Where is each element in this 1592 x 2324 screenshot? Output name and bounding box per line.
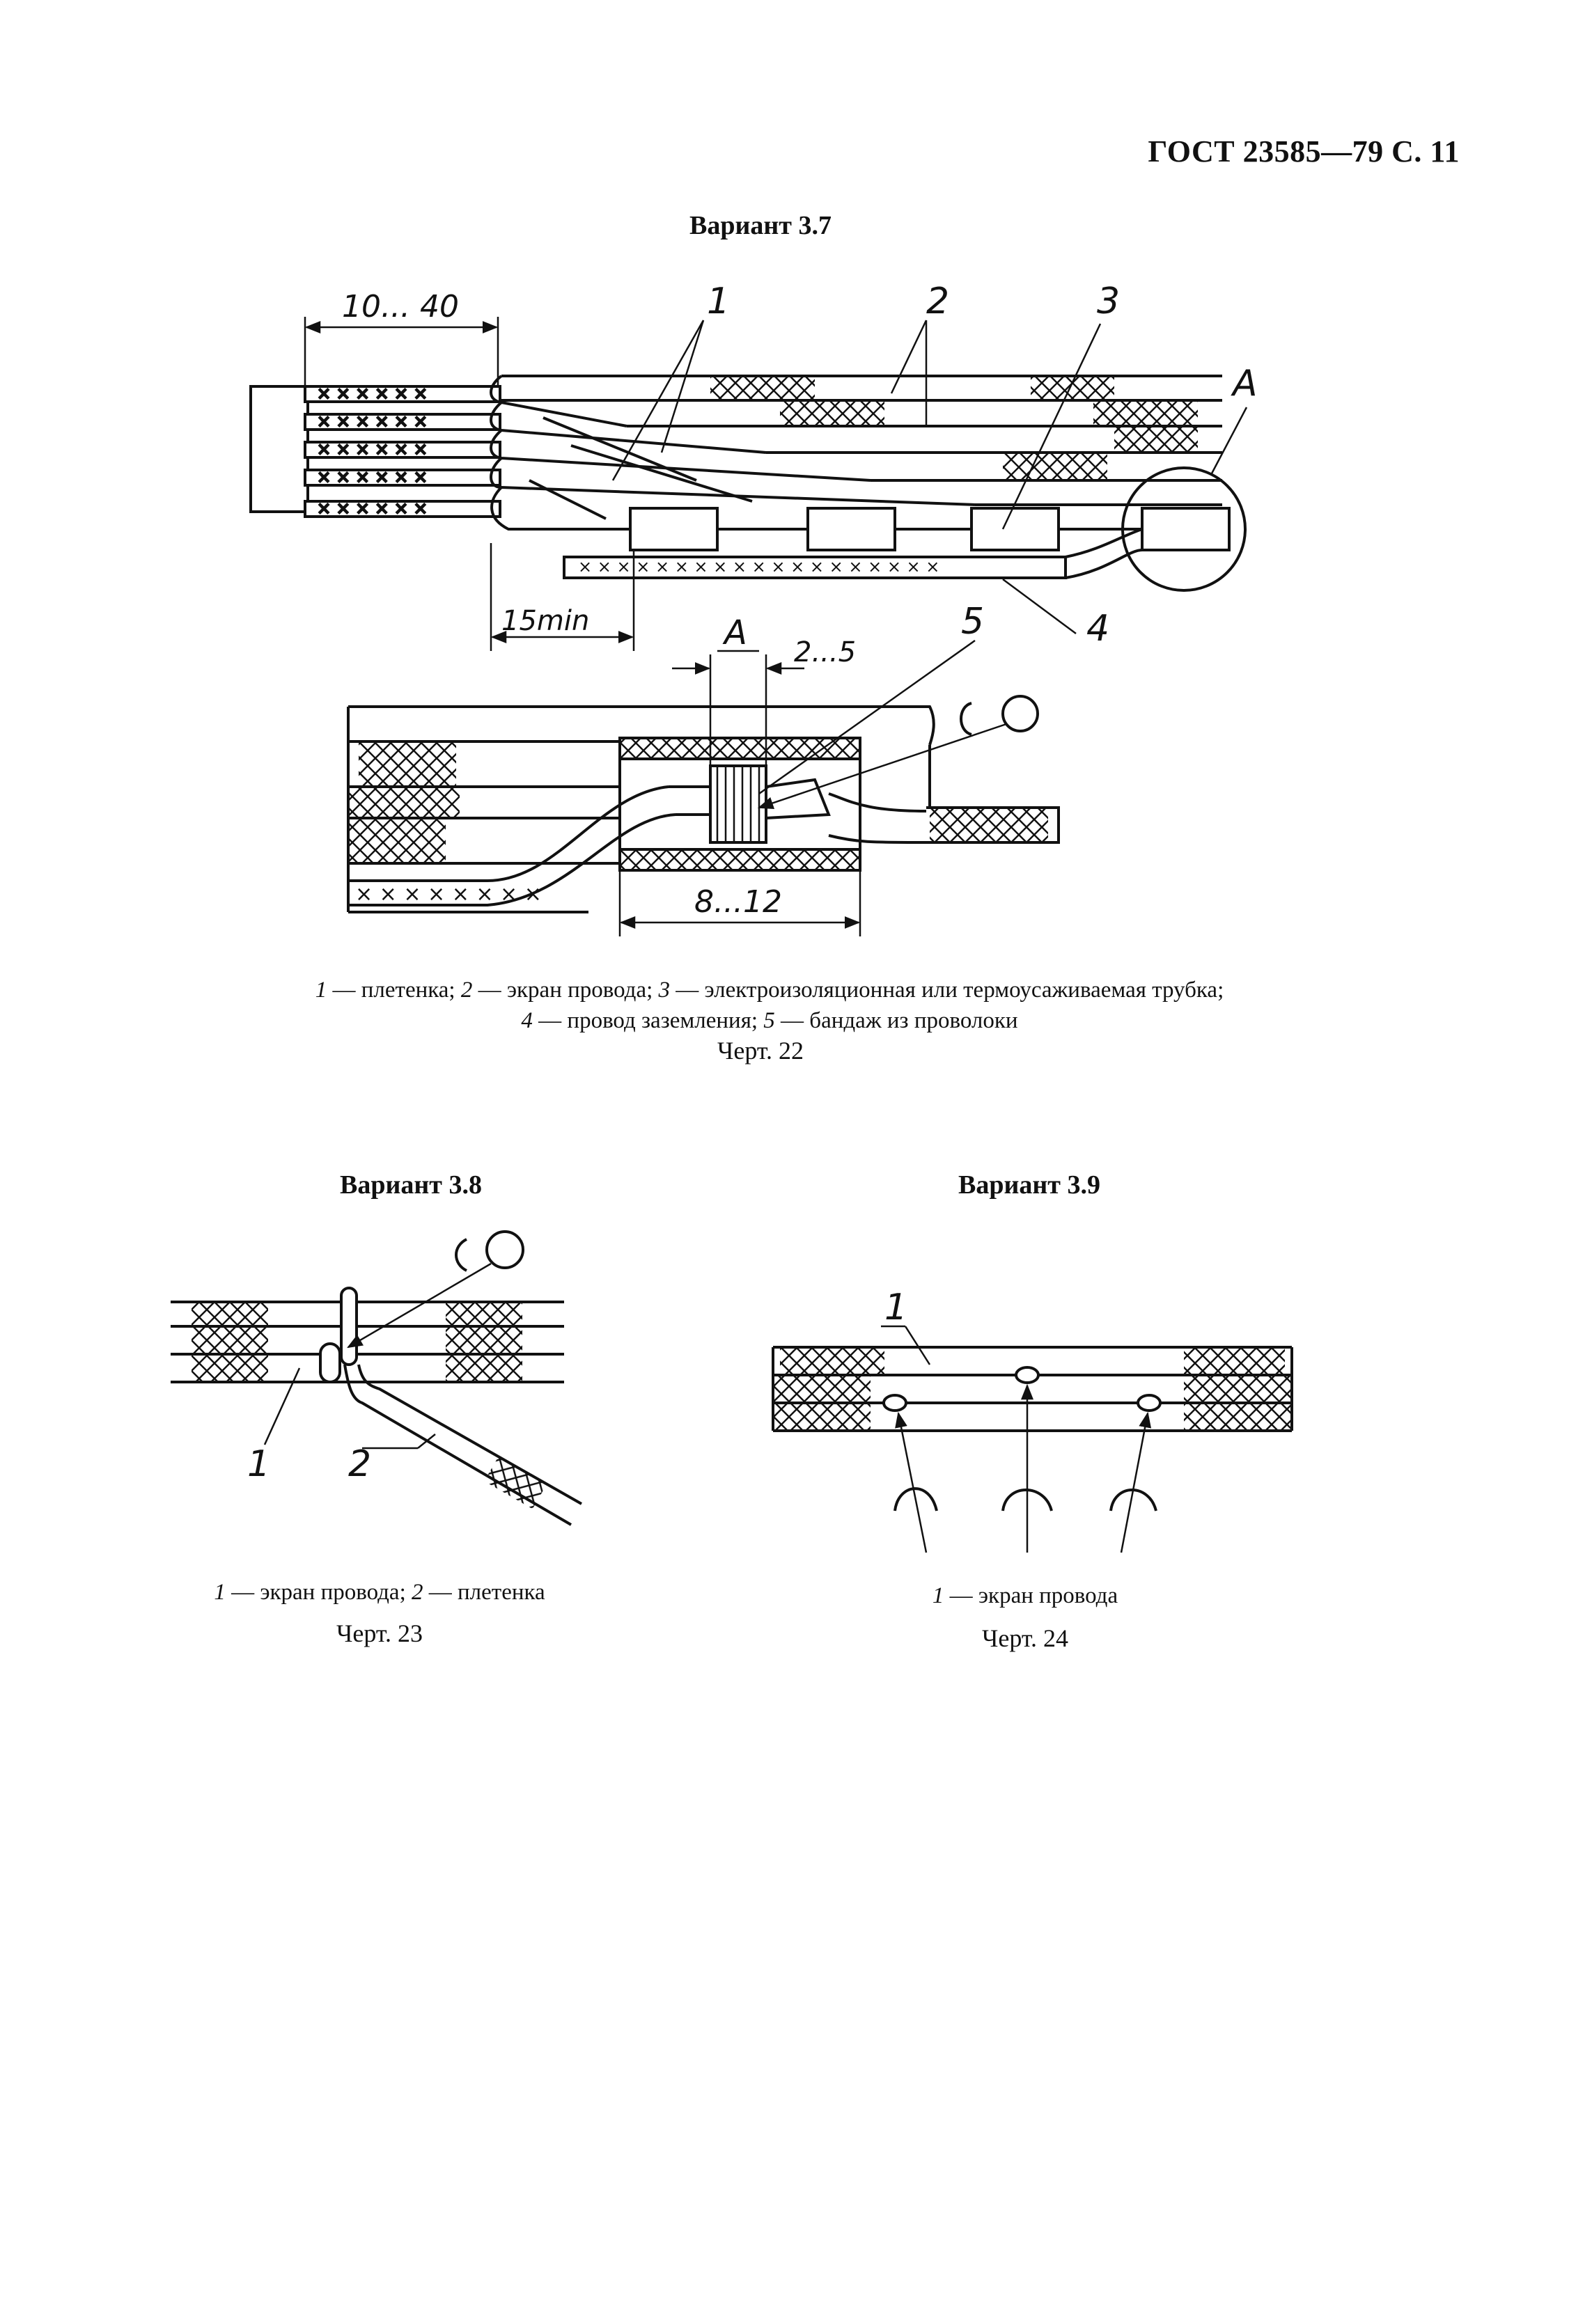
svg-text:5: 5: [961, 601, 984, 643]
svg-text:× × × × × ×: × × × × × ×: [317, 384, 428, 403]
detail-a: × × × × × × × × 2...5 А 5 8.: [347, 601, 1060, 936]
svg-text:× × × × × ×: × × × × × ×: [317, 498, 428, 518]
svg-text:× × × × × × × ×: × × × × × × × ×: [355, 882, 542, 906]
dim-15min-label: 15min: [501, 605, 589, 637]
fig22-legend: 1 — плетенка; 2 — экран провода; 3 — эле…: [315, 975, 1224, 1036]
svg-text:А: А: [1231, 363, 1258, 405]
svg-text:× × × × × ×: × × × × × ×: [317, 411, 428, 431]
svg-text:2: 2: [926, 281, 949, 322]
fig22-caption: Черт. 22: [717, 1037, 804, 1065]
fig24-caption: Черт. 24: [982, 1624, 1068, 1652]
page-header: ГОСТ 23585—79 С. 11: [1148, 134, 1460, 168]
svg-text:2: 2: [348, 1443, 371, 1485]
svg-text:1: 1: [884, 1287, 907, 1328]
left-braids: × × × × × × × × × × × × × × × × × × × × …: [304, 383, 501, 519]
svg-text:1: 1: [247, 1443, 270, 1485]
svg-text:× × × × × × × × × × × × × × ×: × × × × × × × × × × × × × × × × × × ×: [578, 557, 939, 576]
fig23-drawing: 1 2: [171, 1230, 582, 1526]
fig23-legend: 1 — экран провода; 2 — плетенка: [214, 1580, 545, 1605]
dim-8-12-label: 8...12: [694, 884, 782, 920]
fig22-legend-line2: 4 — провод заземления; 5 — бандаж из про…: [521, 1008, 1018, 1033]
wire-stubs: [249, 385, 309, 513]
fig23-caption: Черт. 23: [336, 1619, 423, 1647]
fig22-legend-line1: 1 — плетенка; 2 — экран провода; 3 — эле…: [315, 978, 1224, 1003]
svg-text:А: А: [722, 613, 747, 652]
fig24-drawing: 1: [772, 1287, 1293, 1553]
fig24-legend: 1 — экран провода: [932, 1583, 1118, 1608]
fig24-title: Вариант 3.9: [958, 1170, 1100, 1200]
svg-text:4: 4: [1086, 608, 1109, 650]
svg-text:3: 3: [1097, 281, 1120, 322]
wire-bundle: × × × × × × × × × × × × × × × × × × ×: [490, 375, 1247, 592]
fig23-title: Вариант 3.8: [340, 1170, 482, 1200]
svg-text:× × × × × ×: × × × × × ×: [317, 467, 428, 487]
fig22-title: Вариант 3.7: [689, 211, 832, 240]
dim-15min: 15min: [490, 543, 635, 651]
dim-10-40: 10... 40: [304, 289, 499, 390]
dim-10-40-label: 10... 40: [342, 289, 459, 324]
fig22-callouts: 1 2 3 А 4: [611, 281, 1258, 650]
dim-2-5-label: 2...5: [794, 636, 856, 668]
svg-text:× × × × × ×: × × × × × ×: [317, 439, 428, 459]
svg-text:1: 1: [707, 281, 730, 322]
